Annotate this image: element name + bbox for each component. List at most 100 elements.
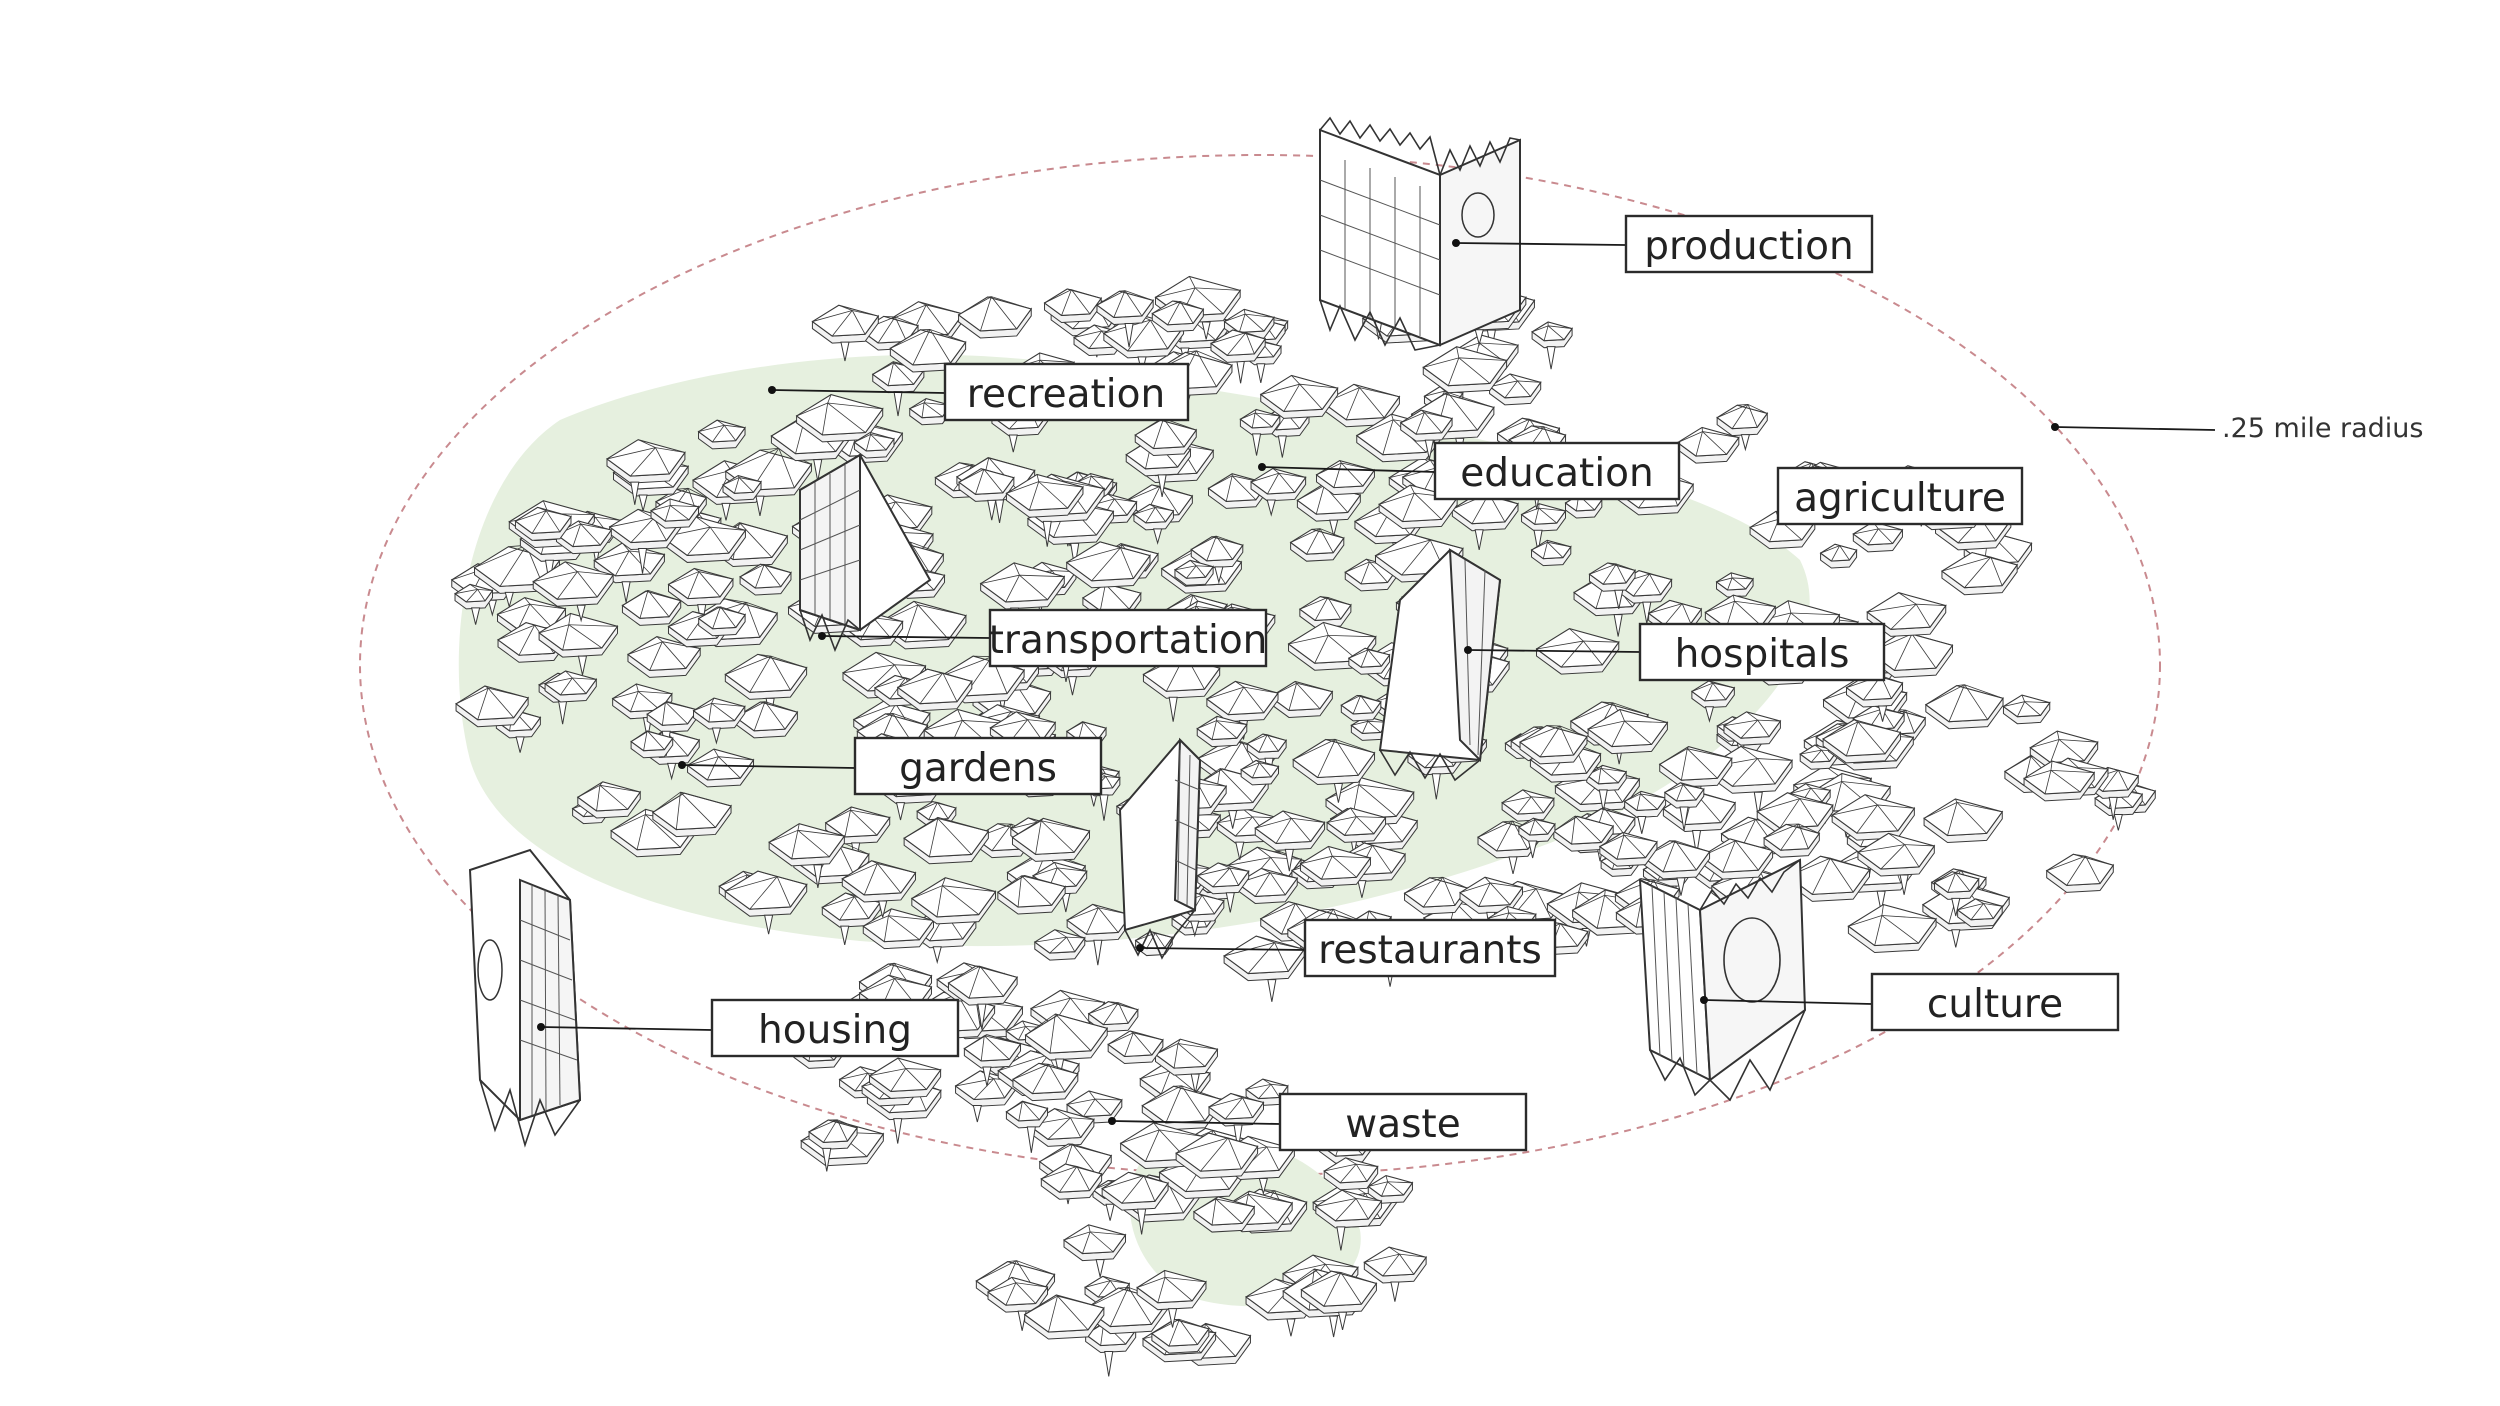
leader-lines bbox=[537, 239, 2216, 1125]
cluster-module bbox=[1314, 1189, 1383, 1251]
housing-tower bbox=[468, 848, 582, 1148]
cluster-module bbox=[1363, 1246, 1428, 1302]
cluster-module bbox=[958, 468, 1015, 521]
cluster-module bbox=[1552, 815, 1615, 852]
cluster-module bbox=[947, 965, 1019, 1030]
cluster-module bbox=[811, 304, 880, 362]
cluster-module bbox=[1192, 1196, 1256, 1233]
cluster-module bbox=[1530, 539, 1572, 567]
cluster-module bbox=[1856, 832, 1936, 895]
cluster-module bbox=[1005, 1100, 1049, 1153]
label-restaurants-text: restaurants bbox=[1318, 928, 1542, 973]
cluster-module bbox=[1323, 1157, 1379, 1191]
cluster-module bbox=[626, 636, 702, 678]
label-housing-text: housing bbox=[758, 1008, 912, 1053]
cluster-module bbox=[1690, 680, 1736, 723]
cluster-module bbox=[957, 296, 1033, 339]
cluster-module bbox=[1239, 408, 1281, 456]
cluster-module bbox=[1292, 738, 1376, 803]
cluster-module bbox=[1705, 745, 1793, 818]
cluster-module bbox=[868, 1057, 942, 1099]
label-hospitals-text: hospitals bbox=[1675, 632, 1850, 677]
cluster-module bbox=[1223, 935, 1306, 1002]
radius-label: .25 mile radius bbox=[2222, 413, 2424, 444]
cluster-module bbox=[1154, 1038, 1219, 1094]
cluster-module bbox=[1831, 794, 1916, 841]
cluster-module bbox=[1367, 1174, 1414, 1204]
cluster-module bbox=[697, 419, 746, 450]
cluster-module bbox=[1598, 831, 1658, 867]
cluster-module bbox=[1259, 374, 1339, 419]
cluster-module bbox=[1151, 300, 1205, 333]
label-production-text: production bbox=[1644, 224, 1853, 269]
cluster-module bbox=[1299, 845, 1372, 887]
cluster-module bbox=[1300, 1270, 1378, 1331]
cluster-module bbox=[1040, 1163, 1103, 1200]
cluster-module bbox=[514, 506, 572, 541]
cluster-module bbox=[1519, 724, 1588, 765]
cluster-module bbox=[1852, 521, 1904, 553]
cluster-module bbox=[1399, 409, 1453, 460]
cluster-module bbox=[1866, 592, 1947, 637]
cluster-module bbox=[862, 908, 935, 950]
cluster-module bbox=[650, 498, 700, 529]
cluster-module bbox=[979, 562, 1066, 629]
cluster-module bbox=[1063, 1224, 1127, 1277]
label-hospitals: hospitals bbox=[1638, 622, 1886, 682]
transportation-tower bbox=[799, 453, 932, 653]
cluster-module bbox=[455, 685, 530, 728]
cluster-module bbox=[1173, 559, 1215, 586]
cluster-module bbox=[1011, 1062, 1079, 1102]
label-waste-text: waste bbox=[1345, 1102, 1460, 1147]
cluster-module bbox=[555, 520, 613, 555]
cluster-module bbox=[1676, 426, 1740, 464]
cluster-module bbox=[1107, 1030, 1164, 1065]
cluster-module bbox=[1451, 492, 1519, 551]
cluster-module bbox=[795, 394, 884, 443]
culture-tower bbox=[1638, 858, 1807, 1102]
cluster-module bbox=[1422, 346, 1508, 394]
cluster-module bbox=[1819, 543, 1858, 569]
cluster-module bbox=[1005, 473, 1084, 518]
cluster-module bbox=[532, 561, 615, 623]
cluster-module bbox=[1011, 817, 1091, 862]
cluster-module bbox=[1209, 329, 1267, 363]
cluster-module bbox=[1101, 1171, 1169, 1235]
label-recreation: recreation bbox=[943, 362, 1190, 422]
cluster-module bbox=[1289, 528, 1345, 562]
cluster-module bbox=[910, 877, 997, 925]
cluster-module bbox=[1923, 798, 2004, 844]
cluster-module bbox=[1585, 764, 1628, 812]
label-waste: waste bbox=[1278, 1092, 1528, 1152]
cluster-module bbox=[1716, 404, 1769, 452]
cluster-module bbox=[1066, 903, 1132, 966]
cluster-module bbox=[808, 1119, 858, 1172]
cluster-module bbox=[724, 870, 808, 935]
label-education: education bbox=[1433, 441, 1681, 501]
cluster-module bbox=[1150, 1318, 1210, 1354]
cluster-module bbox=[1658, 745, 1733, 803]
cluster-module bbox=[1196, 715, 1248, 748]
cluster-module bbox=[996, 874, 1067, 915]
cluster-module bbox=[1642, 840, 1711, 896]
cluster-module bbox=[1240, 759, 1280, 786]
cluster-module bbox=[454, 583, 494, 625]
cluster-module bbox=[1663, 782, 1705, 831]
cluster-module bbox=[878, 600, 967, 650]
cluster-module bbox=[1095, 290, 1155, 348]
label-culture-text: culture bbox=[1927, 982, 2063, 1027]
cluster-module bbox=[903, 816, 990, 865]
cluster-module bbox=[667, 567, 734, 630]
cluster-module bbox=[621, 589, 682, 626]
cluster-module bbox=[963, 1034, 1022, 1087]
cluster-module bbox=[739, 563, 792, 596]
label-agriculture-text: agriculture bbox=[1794, 476, 2006, 521]
label-agriculture: agriculture bbox=[1776, 466, 2024, 526]
label-housing: housing bbox=[710, 998, 960, 1058]
cluster-module bbox=[576, 781, 642, 819]
cluster-module bbox=[651, 791, 732, 838]
cluster-module bbox=[1924, 684, 2004, 730]
production-tower bbox=[1319, 116, 1521, 351]
cluster-module bbox=[1208, 1092, 1265, 1151]
